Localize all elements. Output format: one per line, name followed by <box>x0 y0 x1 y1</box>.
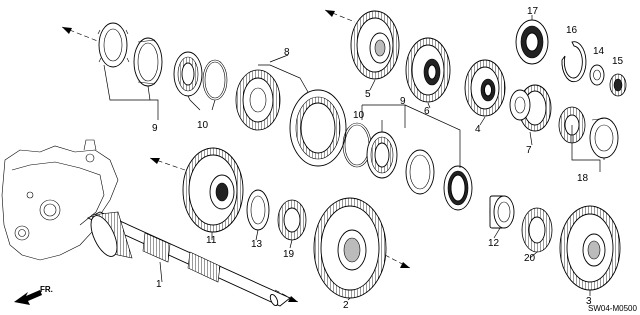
gear-4 <box>464 59 506 117</box>
callout-1: 1 <box>156 279 162 290</box>
callout-4: 4 <box>475 124 481 135</box>
front-direction-indicator: FR. <box>14 285 53 305</box>
gear-5 <box>350 10 400 80</box>
callout-20: 20 <box>524 253 536 264</box>
callout-3: 3 <box>586 296 592 307</box>
callout-13: 13 <box>251 239 263 250</box>
washer-14 <box>589 64 605 86</box>
callout-8: 8 <box>284 47 290 58</box>
callout-6: 6 <box>424 106 430 117</box>
synchro-spring-mid <box>342 122 372 168</box>
front-arrow-icon <box>14 290 42 305</box>
callout-18: 18 <box>577 173 589 184</box>
synchro-sleeve-mid <box>405 149 435 195</box>
gear-2 <box>313 197 387 299</box>
synchro-cone-left <box>173 51 203 97</box>
callout-19: 19 <box>283 249 295 260</box>
callout-17: 17 <box>527 6 539 17</box>
callout-9-mid: 9 <box>400 96 406 107</box>
callout-7: 7 <box>526 145 532 156</box>
synchro-ring-9-left <box>97 22 130 68</box>
callout-11: 11 <box>206 235 217 246</box>
callout-2: 2 <box>343 300 349 311</box>
needle-bearing-19 <box>277 199 307 241</box>
callout-15: 15 <box>612 56 624 67</box>
callout-16: 16 <box>566 25 578 36</box>
callout-10-mid: 10 <box>353 110 365 121</box>
gear-11 <box>182 147 244 233</box>
needle-bearing-20 <box>521 207 553 253</box>
callout-labels: 1 2 3 4 5 6 7 8 9 9 10 10 11 12 13 14 15… <box>152 6 624 311</box>
callout-14: 14 <box>593 46 605 57</box>
callout-10-left: 10 <box>197 120 209 131</box>
front-label: FR. <box>40 285 53 294</box>
synchro-hub-8 <box>235 69 281 131</box>
axis-lines <box>61 9 411 303</box>
thrust-washer-13 <box>246 189 270 231</box>
callout-12: 12 <box>488 238 500 249</box>
synchro-cone-mid <box>366 131 398 179</box>
mainshaft <box>86 211 291 307</box>
synchro-sleeve-left <box>133 37 163 87</box>
callout-9-left: 9 <box>152 123 158 134</box>
callout-5: 5 <box>365 89 371 100</box>
gear-3 <box>559 205 621 291</box>
collar-12 <box>489 195 515 229</box>
diagram-code: SW04-M0500 <box>588 304 637 313</box>
synchro-sleeve-8 <box>289 89 347 167</box>
snap-ring-16 <box>561 41 587 83</box>
synchro-ring-9-mid <box>443 165 473 211</box>
ball-bearing-17 <box>515 19 549 65</box>
synchro-spring-left <box>202 59 228 101</box>
leader-lines <box>103 15 605 301</box>
gear-7 <box>509 84 552 132</box>
locknut-15 <box>609 73 627 97</box>
collar-18 <box>589 117 619 159</box>
gear-6 <box>405 37 451 103</box>
